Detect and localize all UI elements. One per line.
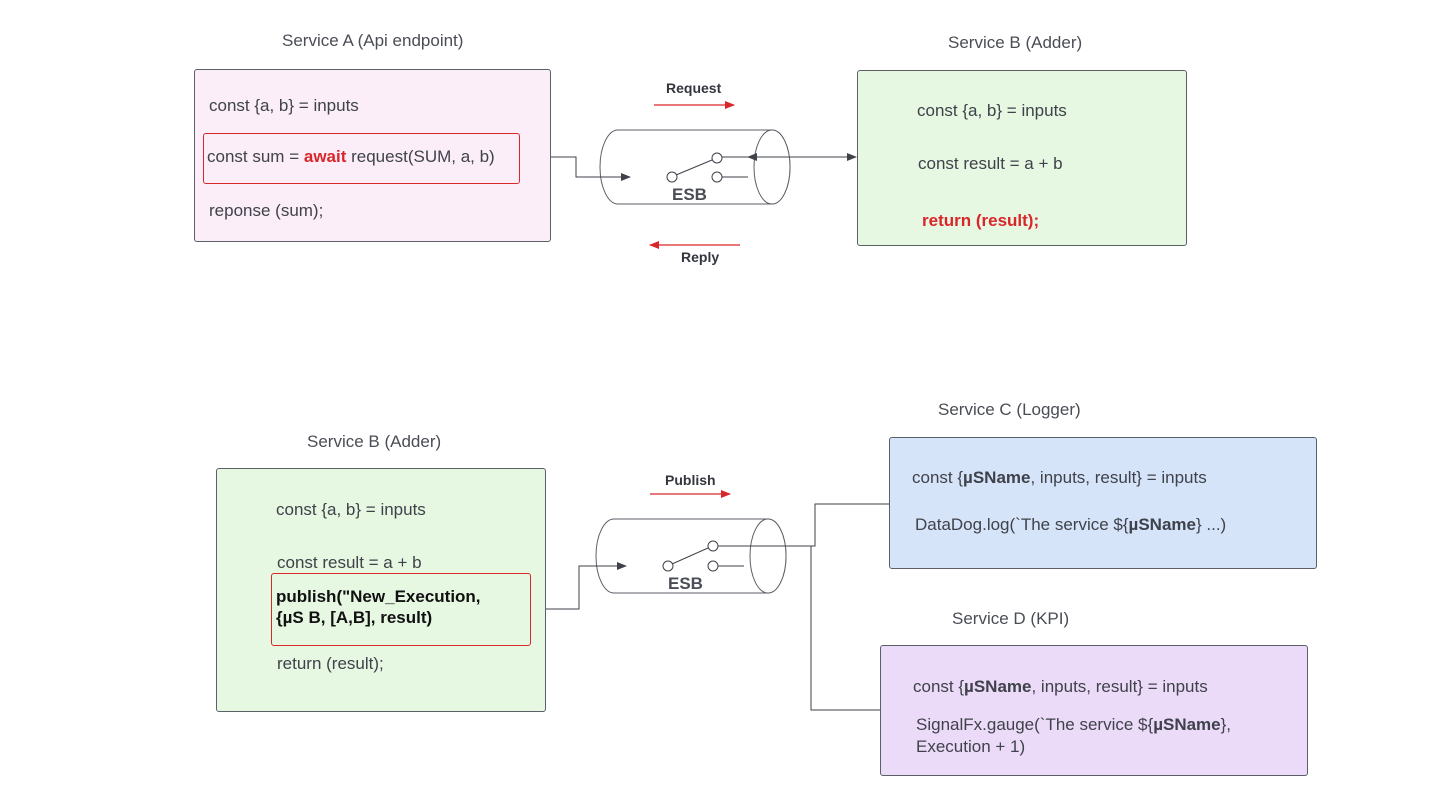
service-c-title: Service C (Logger) [938, 400, 1081, 419]
service-b-title-top: Service B (Adder) [948, 33, 1083, 52]
reply-label: Reply [681, 249, 720, 265]
service-b-bottom-return: return (result); [277, 654, 384, 673]
publish-line-1: publish("New_Execution, [276, 587, 481, 606]
service-d-title: Service D (KPI) [952, 609, 1070, 628]
service-a-box: const {a, b} = inputs const sum = await … [194, 69, 551, 242]
service-d-line-2: SignalFx.gauge(`The service ${µSName}, [916, 715, 1232, 734]
service-c-line-2: DataDog.log(`The service ${µSName} ...) [915, 515, 1227, 534]
publish-line-2: {µS B, [A,B], result) [276, 608, 433, 627]
connector-esb-to-c [718, 503, 889, 547]
connector-publish-to-esb [530, 562, 627, 610]
await-highlight [203, 133, 520, 184]
request-label: Request [666, 80, 722, 96]
service-d-line-3: Execution + 1) [916, 737, 1026, 756]
esb-label-top: ESB [672, 185, 707, 204]
publish-label: Publish [665, 472, 716, 488]
service-b-top-line-2: const result = a + b [918, 154, 1063, 173]
connector-esb-to-d [790, 545, 880, 711]
await-keyword: await [303, 147, 347, 166]
service-d-line-1: const {µSName, inputs, result} = inputs [913, 677, 1208, 696]
service-a-line-1: const {a, b} = inputs [209, 96, 359, 115]
service-a-line-2: const sum = await request(SUM, a, b) [207, 147, 495, 166]
service-d-box: const {µSName, inputs, result} = inputs … [880, 645, 1308, 776]
service-b-title-bottom: Service B (Adder) [307, 432, 442, 451]
service-a-title: Service A (Api endpoint) [282, 31, 464, 50]
service-b-bottom-line-2: const result = a + b [277, 553, 422, 572]
service-b-box-bottom: const {a, b} = inputs const result = a +… [216, 468, 546, 712]
service-b-top-return: return (result); [922, 211, 1040, 230]
service-b-bottom-line-1: const {a, b} = inputs [276, 500, 426, 519]
service-b-top-line-1: const {a, b} = inputs [917, 101, 1067, 120]
service-c-box: const {µSName, inputs, result} = inputs … [889, 437, 1317, 569]
publish-highlight [271, 573, 531, 646]
esb-switch-bottom [662, 540, 744, 572]
service-b-box-top: const {a, b} = inputs const result = a +… [857, 70, 1187, 246]
esb-switch-top [666, 152, 748, 183]
service-a-line-3: reponse (sum); [209, 201, 324, 220]
esb-label-bottom: ESB [668, 574, 703, 593]
service-c-line-1: const {µSName, inputs, result} = inputs [912, 468, 1207, 487]
